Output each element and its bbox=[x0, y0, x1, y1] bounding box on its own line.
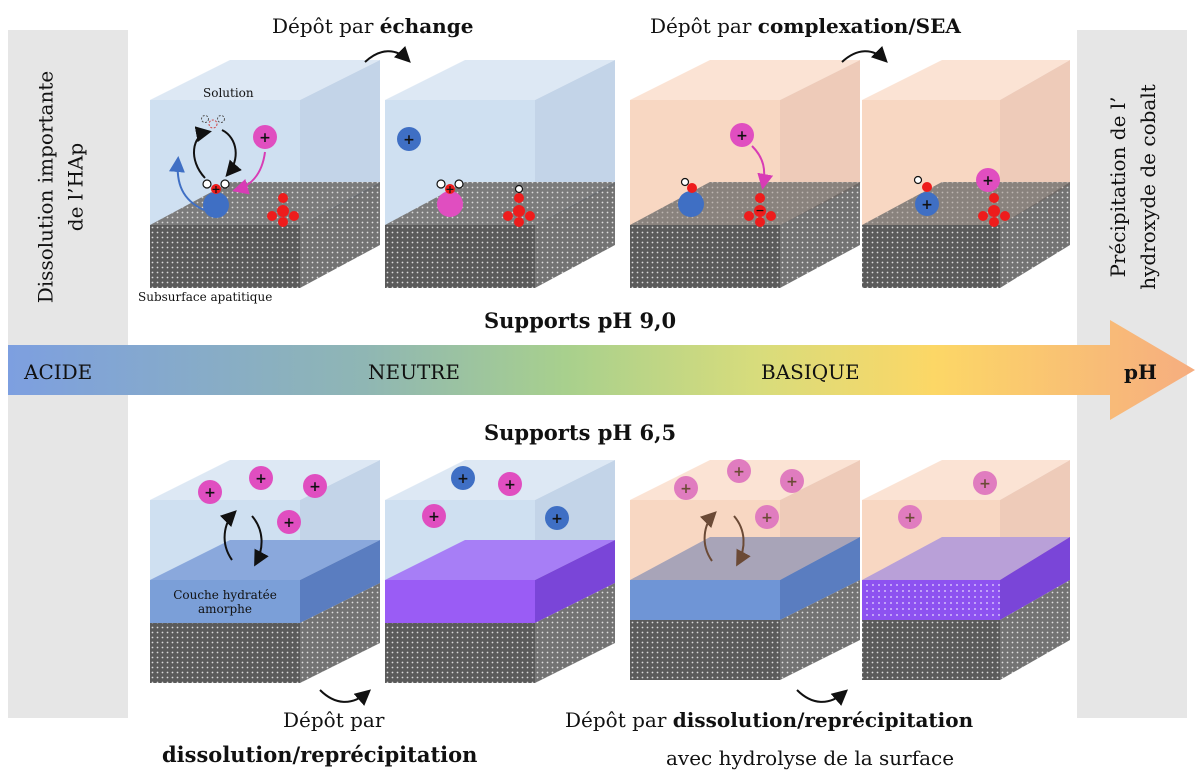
svg-text:+: + bbox=[982, 173, 994, 189]
top-box-1-species: + + bbox=[168, 115, 299, 227]
bottom-box-4-species: + + bbox=[898, 471, 997, 529]
exchange-bold: échange bbox=[379, 14, 474, 38]
dissolution-bold: dissolution/reprécipitation bbox=[162, 742, 478, 767]
axis-neutral: NEUTRE bbox=[368, 360, 460, 384]
axis-ph: pH bbox=[1124, 360, 1157, 384]
exchange-arrow bbox=[364, 45, 411, 63]
top-box-4 bbox=[862, 60, 1070, 288]
svg-text:+: + bbox=[445, 183, 454, 196]
svg-text:+: + bbox=[979, 476, 991, 492]
hydrolysis-caption-line1: Dépôt par dissolution/reprécipitation bbox=[565, 708, 973, 732]
top-box-2-species: + + bbox=[397, 127, 535, 227]
supports-ph65-label: Supports pH 6,5 bbox=[484, 420, 677, 445]
svg-text:+: + bbox=[761, 510, 773, 526]
top-box-2 bbox=[385, 60, 615, 288]
subsurface-label: Subsurface apatitique bbox=[138, 290, 273, 304]
svg-text:+: + bbox=[921, 197, 933, 213]
hydrolysis-caption-line2: avec hydrolyse de la surface bbox=[666, 746, 955, 770]
svg-text:+: + bbox=[733, 464, 745, 480]
svg-text:+: + bbox=[680, 481, 692, 497]
svg-text:−: − bbox=[755, 204, 764, 217]
axis-acid: ACIDE bbox=[24, 360, 93, 384]
top-box-3 bbox=[630, 60, 860, 288]
bottom-box-3-species: + + + + bbox=[674, 459, 804, 567]
exchange-caption: Dépôt par échange bbox=[272, 14, 473, 38]
bottom-box-4 bbox=[862, 460, 1070, 680]
complexation-prefix: Dépôt par bbox=[650, 14, 758, 38]
svg-text:+: + bbox=[259, 130, 271, 146]
bottom-box-1-species: + + + + bbox=[198, 466, 327, 567]
bottom-box-2 bbox=[385, 460, 615, 683]
top-box-3-species: + − bbox=[678, 123, 776, 227]
svg-text:+: + bbox=[786, 474, 798, 490]
ph-axis-arrow bbox=[8, 320, 1195, 420]
supports-ph9-label: Supports pH 9,0 bbox=[484, 308, 677, 333]
svg-text:+: + bbox=[403, 132, 415, 148]
svg-text:+: + bbox=[904, 510, 916, 526]
solution-label: Solution bbox=[203, 86, 254, 100]
bottom-box-2-species: + + + + bbox=[422, 466, 569, 530]
complexation-bold: complexation/SEA bbox=[757, 14, 961, 38]
bottom-box-1 bbox=[150, 460, 380, 683]
dissolution-caption-line2: dissolution/reprécipitation bbox=[162, 742, 477, 767]
svg-text:+: + bbox=[309, 479, 321, 495]
bottom-box-3 bbox=[630, 460, 860, 680]
svg-text:+: + bbox=[457, 471, 469, 487]
hydrated-layer-line1: Couche hydratée bbox=[173, 588, 277, 602]
dissolution-caption-line1: Dépôt par bbox=[283, 708, 385, 732]
svg-text:+: + bbox=[204, 485, 216, 501]
axis-basic: BASIQUE bbox=[761, 360, 860, 384]
dissolution-arrow bbox=[319, 689, 372, 706]
svg-text:+: + bbox=[428, 509, 440, 525]
hydrolysis-bold: dissolution/reprécipitation bbox=[672, 708, 974, 732]
svg-text:+: + bbox=[211, 183, 220, 196]
complexation-arrow bbox=[841, 45, 888, 63]
hydrated-layer-line2: amorphe bbox=[197, 602, 252, 616]
complexation-caption: Dépôt par complexation/SEA bbox=[650, 14, 961, 38]
hydrolysis-arrow bbox=[796, 689, 849, 706]
svg-text:+: + bbox=[736, 128, 748, 144]
hydrated-layer-label: Couche hydratée amorphe bbox=[150, 588, 300, 616]
svg-text:+: + bbox=[255, 471, 267, 487]
svg-text:+: + bbox=[504, 477, 516, 493]
top-box-4-species: + + bbox=[913, 168, 1010, 227]
hydrolysis-prefix: Dépôt par bbox=[565, 708, 673, 732]
top-box-1 bbox=[150, 60, 380, 288]
svg-text:+: + bbox=[283, 515, 295, 531]
exchange-prefix: Dépôt par bbox=[272, 14, 380, 38]
svg-text:+: + bbox=[551, 511, 563, 527]
